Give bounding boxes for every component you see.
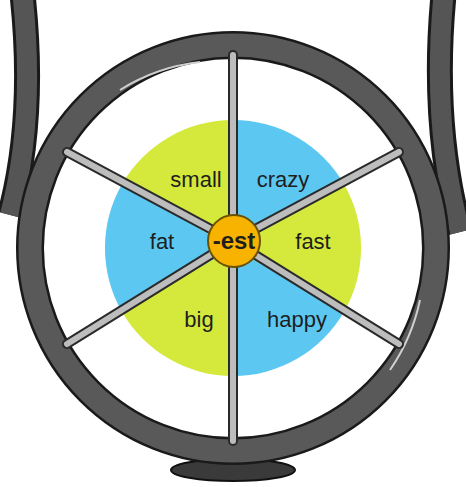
sector-word: happy [263,306,331,334]
sector-word: small [166,166,225,194]
adjective-label: small [170,168,221,192]
rim-highlight [120,62,200,90]
sector-blue [233,248,344,376]
adjective-label: crazy [257,168,310,192]
sector-word: fat [146,228,178,256]
adjective-label: big [184,308,213,332]
adjective-label: happy [267,308,327,332]
sector-word: fast [291,228,334,256]
spokes [67,55,399,441]
adjective-label: fat [150,230,174,254]
spokes-outline [67,55,399,441]
rim-highlight [390,300,420,370]
sector-word: crazy [253,166,314,194]
wheel-rim-outline [30,45,436,451]
wheel-rim [30,45,436,451]
suffix-label: -est [213,228,256,254]
side-wheel-left-fill [10,0,27,215]
sector-word: big [180,306,217,334]
adjective-label: fast [295,230,330,254]
side-wheel-left [10,0,27,215]
